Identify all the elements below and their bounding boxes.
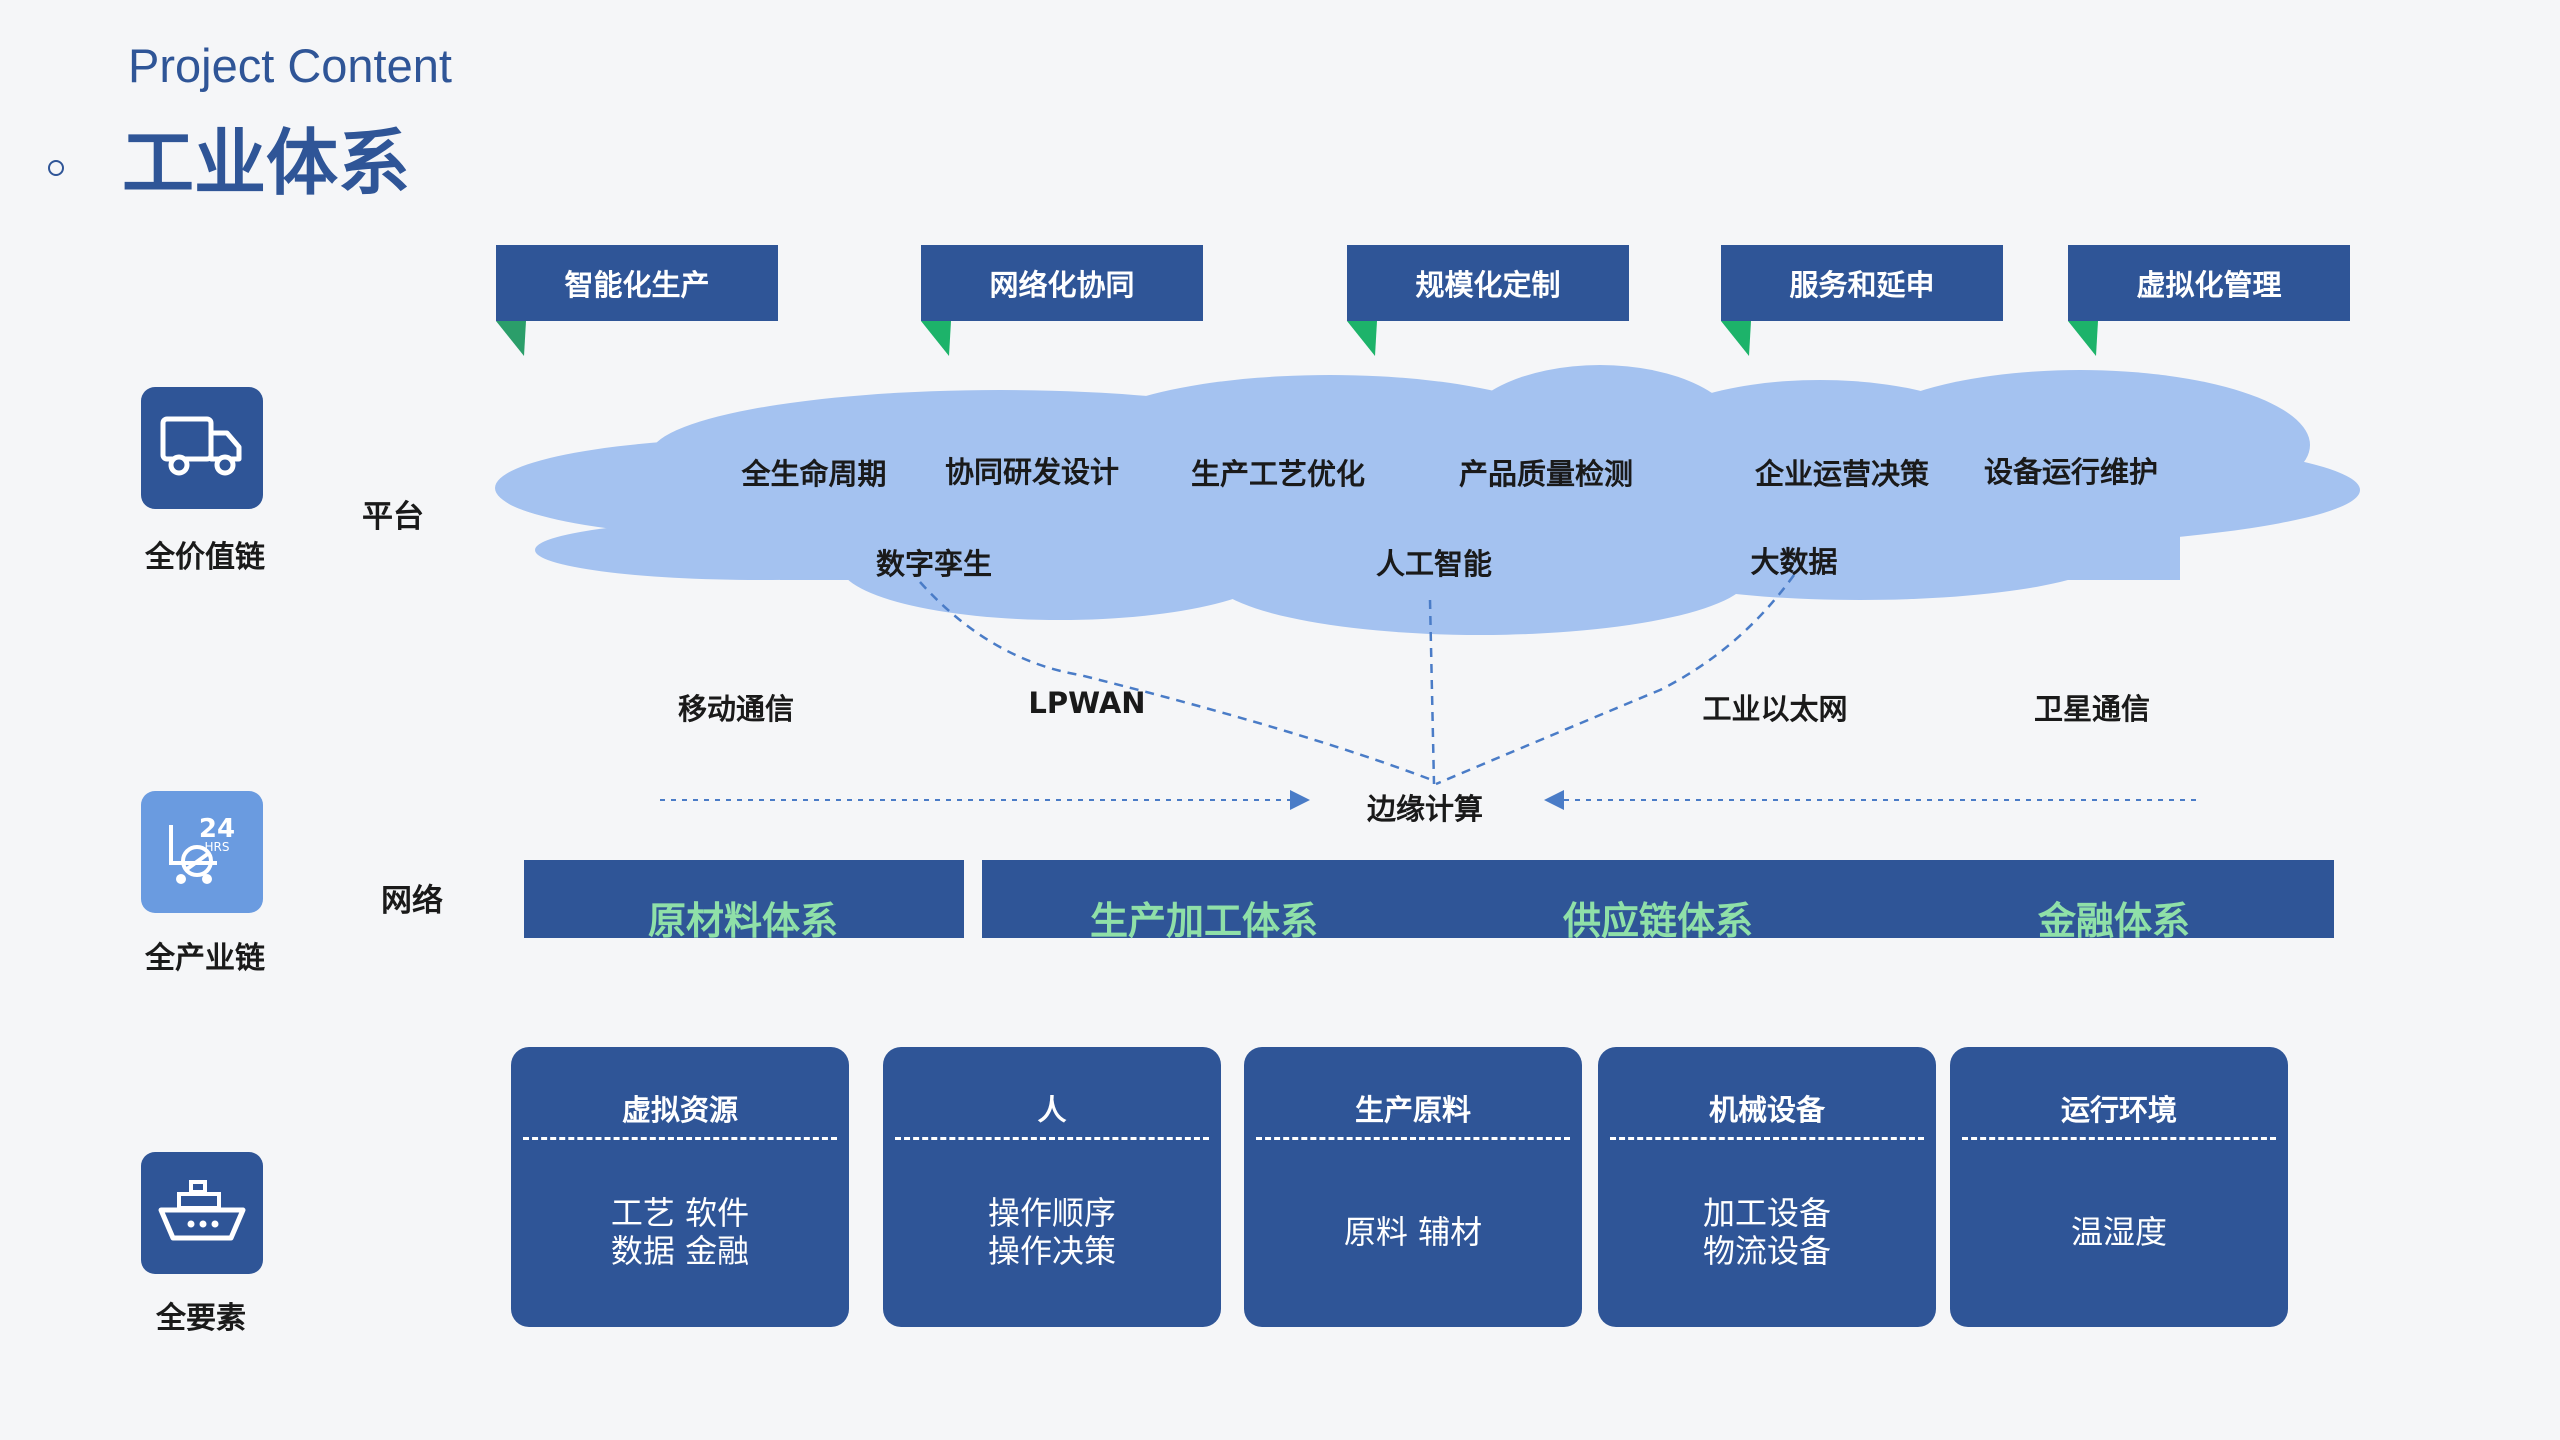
card-divider — [1610, 1137, 1924, 1140]
cloud-item-quality-check: 产品质量检测 — [1458, 457, 1634, 491]
card-divider — [523, 1137, 837, 1140]
card-line: 工艺 软件 — [610, 1194, 750, 1232]
network-item-ethernet: 工业以太网 — [1702, 692, 1848, 726]
card-line: 原料 辅材 — [1343, 1213, 1483, 1251]
side-label-industry-chain: 全产业链 — [145, 941, 265, 976]
card-virtual-resources: 虚拟资源 工艺 软件 数据 金融 — [511, 1047, 849, 1327]
tag-tail-icon — [921, 321, 951, 356]
network-item-mobile: 移动通信 — [677, 692, 795, 726]
tag-scale-customization: 规模化定制 — [1347, 245, 1629, 321]
tag-virtual-management: 虚拟化管理 — [2068, 245, 2350, 321]
tag-tail-icon — [1347, 321, 1377, 356]
card-raw-materials: 生产原料 原料 辅材 — [1244, 1047, 1582, 1327]
system-supply-chain: 供应链体系 — [1562, 899, 1754, 943]
cloud-item-ai: 人工智能 — [1375, 547, 1493, 581]
cloud-item-process-opt: 生产工艺优化 — [1190, 457, 1366, 491]
card-line: 物流设备 — [1702, 1232, 1831, 1270]
system-processing: 生产加工体系 — [1089, 899, 1319, 943]
tag-tail-icon — [496, 321, 526, 356]
card-line: 数据 金融 — [610, 1232, 750, 1270]
cloud-item-lifecycle: 全生命周期 — [741, 457, 887, 491]
bar-raw-material — [524, 860, 964, 938]
cloud-item-operation-decision: 企业运营决策 — [1754, 457, 1930, 491]
tag-network-collaboration: 网络化协同 — [921, 245, 1203, 321]
cloud-item-rd-design: 协同研发设计 — [944, 455, 1120, 489]
tag-tail-icon — [1721, 321, 1751, 356]
card-divider — [1256, 1137, 1570, 1140]
cloud-item-digital-twin: 数字孪生 — [875, 547, 993, 581]
card-body: 温湿度 — [1950, 1157, 2288, 1307]
subtitle: Project Content — [128, 39, 452, 92]
card-title: 机械设备 — [1708, 1093, 1825, 1127]
card-environment: 运行环境 温湿度 — [1950, 1047, 2288, 1327]
truck-icon — [141, 387, 263, 509]
card-divider — [895, 1137, 1209, 1140]
cloud-item-big-data: 大数据 — [1750, 545, 1838, 579]
card-body: 工艺 软件 数据 金融 — [511, 1157, 849, 1307]
card-title: 运行环境 — [2060, 1093, 2177, 1127]
card-body: 加工设备 物流设备 — [1598, 1157, 1936, 1307]
svg-text:24: 24 — [199, 814, 235, 844]
tag-intelligent-production: 智能化生产 — [496, 245, 778, 321]
side-label-all-elements: 全要素 — [156, 1301, 246, 1336]
ship-icon — [141, 1152, 263, 1274]
card-body: 操作顺序 操作决策 — [883, 1157, 1221, 1307]
card-line: 操作顺序 — [987, 1194, 1116, 1232]
card-title: 虚拟资源 — [621, 1093, 738, 1127]
tag-tail-icon — [2068, 321, 2098, 356]
system-finance: 金融体系 — [2037, 899, 2191, 943]
card-title: 生产原料 — [1354, 1093, 1471, 1127]
page-title: 工业体系 — [122, 121, 411, 205]
24hrs-cart-icon: 24 HRS — [141, 791, 263, 913]
card-machinery: 机械设备 加工设备 物流设备 — [1598, 1047, 1936, 1327]
network-item-lpwan: LPWAN — [1028, 686, 1146, 720]
network-item-satellite: 卫星通信 — [2033, 692, 2151, 726]
card-divider — [1962, 1137, 2276, 1140]
bar-systems — [982, 860, 2334, 938]
card-line: 加工设备 — [1702, 1194, 1831, 1232]
card-line: 操作决策 — [987, 1232, 1116, 1270]
card-people: 人 操作顺序 操作决策 — [883, 1047, 1221, 1327]
card-body: 原料 辅材 — [1244, 1157, 1582, 1307]
edge-computing-label: 边缘计算 — [1366, 792, 1484, 826]
layer-label-network: 网络 — [381, 883, 443, 919]
bullet-dot-icon — [48, 160, 64, 176]
side-label-value-chain: 全价值链 — [145, 540, 265, 575]
cloud-item-equipment-maint: 设备运行维护 — [1983, 455, 2159, 489]
svg-text:HRS: HRS — [205, 840, 230, 854]
tag-service-extension: 服务和延申 — [1721, 245, 2003, 321]
card-title: 人 — [1037, 1093, 1067, 1127]
card-line: 温湿度 — [2070, 1213, 2167, 1251]
layer-label-platform: 平台 — [362, 499, 424, 535]
system-raw-material: 原材料体系 — [647, 899, 839, 943]
